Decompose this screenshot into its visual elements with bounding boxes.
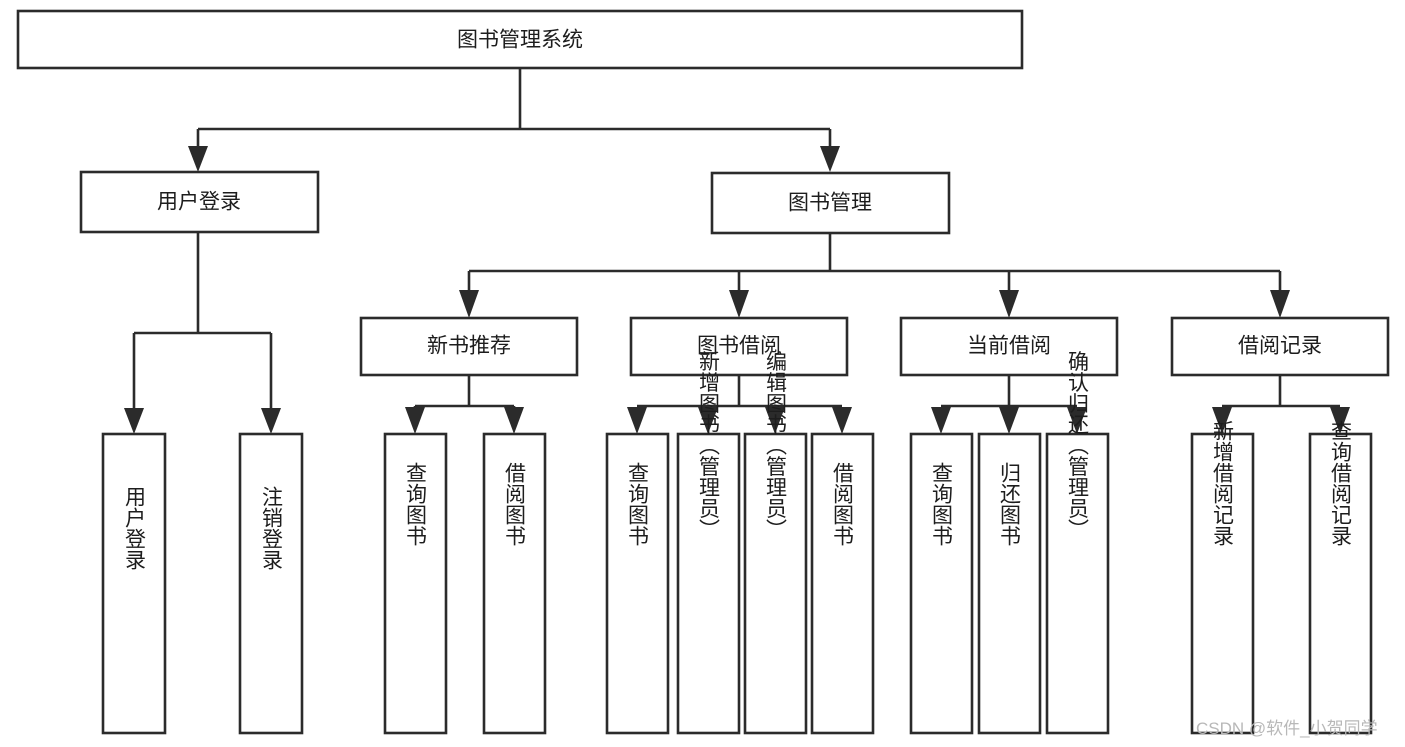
- csdn-watermark: CSDN @软件_小贺同学: [1196, 719, 1378, 738]
- arrow-head-leaf-user-logout: [261, 408, 281, 434]
- node-current-borrow-box[interactable]: [899, 316, 1119, 377]
- node-leaf-borrow-book-1-label: 借阅图书: [503, 462, 527, 546]
- node-leaf-query-book-3[interactable]: 查询图书: [909, 432, 974, 735]
- node-leaf-query-record-label: 查询借阅记录: [1329, 420, 1353, 546]
- node-leaf-confirm-return-label: 确认归还（管理员）: [1066, 351, 1090, 540]
- node-book-borrow-label: 图书借阅: [697, 335, 781, 358]
- node-leaf-confirm-return-box[interactable]: [1045, 432, 1110, 735]
- arrow-head-leaf-query-book-2: [627, 407, 647, 434]
- arrow-head-new-book-rec: [459, 290, 479, 318]
- node-leaf-query-book-3-label: 查询图书: [930, 462, 954, 546]
- node-new-book-rec-box[interactable]: [359, 316, 579, 377]
- node-leaf-add-record-box[interactable]: [1190, 432, 1255, 735]
- node-new-book-rec-label: 新书推荐: [427, 335, 511, 358]
- node-leaf-add-record[interactable]: 新增借阅记录: [1190, 420, 1255, 735]
- node-leaf-borrow-book-1-box[interactable]: [482, 432, 547, 735]
- node-leaf-user-logout-label: 注销登录: [260, 486, 284, 570]
- node-leaf-query-book-2-box[interactable]: [605, 432, 670, 735]
- node-book-manage-box[interactable]: [710, 171, 951, 235]
- arrow-head-current-borrow: [999, 290, 1019, 318]
- node-book-borrow-box[interactable]: [629, 316, 849, 377]
- node-current-borrow[interactable]: 当前借阅: [899, 316, 1119, 377]
- arrow-head-leaf-borrow-book-2: [832, 407, 852, 434]
- node-book-manage[interactable]: 图书管理: [710, 171, 951, 235]
- connector-layer: [124, 68, 1350, 434]
- node-leaf-add-book-box[interactable]: [676, 432, 741, 735]
- arrow-head-leaf-edit-book: [765, 407, 785, 434]
- node-leaf-user-logout-box[interactable]: [238, 432, 304, 735]
- arrow-head-book-borrow: [729, 290, 749, 318]
- node-leaf-edit-book[interactable]: 编辑图书（管理员）: [743, 351, 808, 735]
- node-root[interactable]: 图书管理系统: [16, 9, 1024, 70]
- node-leaf-add-book[interactable]: 新增图书（管理员）: [676, 351, 741, 735]
- arrow-head-leaf-borrow-book-1: [504, 407, 524, 434]
- node-book-borrow[interactable]: 图书借阅: [629, 316, 849, 377]
- node-root-box[interactable]: [16, 9, 1024, 70]
- node-leaf-query-book-2[interactable]: 查询图书: [605, 432, 670, 735]
- node-leaf-query-book-3-box[interactable]: [909, 432, 974, 735]
- arrow-head-book-manage: [820, 146, 840, 172]
- node-leaf-query-record-box[interactable]: [1308, 432, 1373, 735]
- node-leaf-add-record-label: 新增借阅记录: [1211, 420, 1235, 546]
- arrow-head-leaf-confirm-return: [1067, 407, 1087, 434]
- node-leaf-query-book-1[interactable]: 查询图书: [383, 432, 448, 735]
- node-leaf-borrow-book-1[interactable]: 借阅图书: [482, 432, 547, 735]
- node-leaf-return-book-label: 归还图书: [998, 462, 1022, 546]
- node-leaf-edit-book-label: 编辑图书（管理员）: [764, 351, 788, 540]
- arrow-head-leaf-add-book: [698, 407, 718, 434]
- node-current-borrow-label: 当前借阅: [967, 335, 1051, 358]
- node-leaf-borrow-book-2-label: 借阅图书: [831, 462, 855, 546]
- arrow-head-leaf-query-record: [1330, 407, 1350, 434]
- node-leaf-query-book-1-box[interactable]: [383, 432, 448, 735]
- node-root-label: 图书管理系统: [457, 29, 583, 52]
- node-leaf-return-book[interactable]: 归还图书: [977, 432, 1042, 735]
- node-user-login[interactable]: 用户登录: [79, 170, 320, 234]
- node-borrow-record[interactable]: 借阅记录: [1170, 316, 1390, 377]
- arrow-head-leaf-query-book-3: [931, 407, 951, 434]
- arrow-head-borrow-record: [1270, 290, 1290, 318]
- node-user-login-label: 用户登录: [157, 191, 241, 214]
- node-leaf-confirm-return[interactable]: 确认归还（管理员）: [1045, 351, 1110, 735]
- node-leaf-borrow-book-2-box[interactable]: [810, 432, 875, 735]
- node-user-login-box[interactable]: [79, 170, 320, 234]
- arrow-head-user-login: [188, 146, 208, 172]
- node-leaf-user-logout[interactable]: 注销登录: [238, 432, 304, 735]
- node-leaf-add-book-label: 新增图书（管理员）: [697, 351, 721, 540]
- node-new-book-rec[interactable]: 新书推荐: [359, 316, 579, 377]
- arrow-head-leaf-add-record: [1212, 407, 1232, 434]
- node-borrow-record-label: 借阅记录: [1238, 335, 1322, 358]
- node-leaf-edit-book-box[interactable]: [743, 432, 808, 735]
- node-leaf-query-book-1-label: 查询图书: [404, 462, 428, 546]
- node-leaf-user-login-box[interactable]: [101, 432, 167, 735]
- node-leaf-query-record[interactable]: 查询借阅记录: [1308, 420, 1373, 735]
- node-leaf-query-book-2-label: 查询图书: [626, 462, 650, 546]
- node-leaf-return-book-box[interactable]: [977, 432, 1042, 735]
- node-leaf-user-login[interactable]: 用户登录: [101, 432, 167, 735]
- arrow-head-leaf-query-book-1: [405, 407, 425, 434]
- node-leaf-borrow-book-2[interactable]: 借阅图书: [810, 432, 875, 735]
- arrow-head-leaf-return-book: [999, 407, 1019, 434]
- arrow-head-leaf-user-login: [124, 408, 144, 434]
- node-borrow-record-box[interactable]: [1170, 316, 1390, 377]
- node-leaf-user-login-label: 用户登录: [123, 486, 147, 570]
- node-book-manage-label: 图书管理: [788, 192, 872, 215]
